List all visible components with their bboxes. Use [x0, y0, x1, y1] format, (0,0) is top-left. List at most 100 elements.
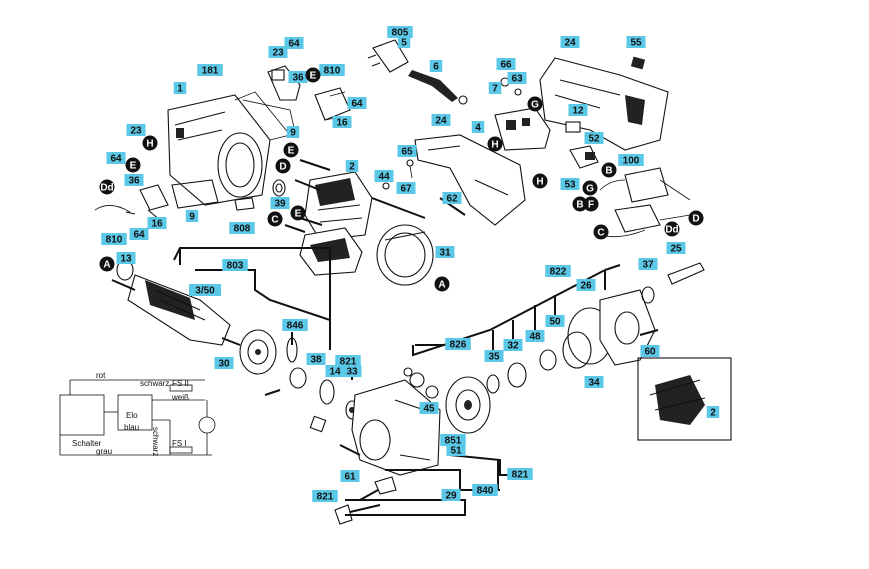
part-label-box [312, 490, 338, 502]
field-coil [299, 171, 373, 276]
reference-circle: H [142, 135, 158, 151]
reference-circle: D [275, 158, 291, 174]
part-label: 9 [286, 126, 300, 139]
part-label-text: 7 [492, 84, 498, 95]
part-label: 24 [431, 114, 451, 127]
part-label-text: 16 [336, 118, 348, 129]
part-label-box [706, 406, 720, 418]
reference-circle-letter: G [586, 184, 594, 195]
reference-circle-letter: E [295, 209, 302, 220]
reference-circle-letter: E [288, 146, 295, 157]
part-label-text: 64 [110, 154, 122, 165]
part-label-box [126, 124, 146, 136]
part-label-text: 62 [446, 194, 458, 205]
reference-circle: E [283, 142, 299, 158]
part-label-box [319, 64, 345, 76]
part-label-box [325, 365, 345, 377]
brush-holder-upper [267, 65, 351, 121]
part-label-text: 29 [445, 491, 457, 502]
part-label-box [471, 121, 485, 133]
part-label-box [286, 126, 300, 138]
part-label-text: 2 [349, 162, 355, 173]
reference-circle-letter: G [531, 100, 539, 111]
reference-circle-letter: H [146, 139, 153, 150]
reference-circle-letter: H [491, 140, 498, 151]
part-label-text: 23 [130, 126, 142, 137]
part-label-text: 35 [488, 352, 500, 363]
wire-label-fs-ii: FS II [172, 379, 189, 388]
part-label-box [374, 170, 394, 182]
part-label: 9 [185, 210, 199, 223]
reference-circle-letter: D [692, 214, 699, 225]
reference-circle-disc [532, 173, 548, 189]
part-label: 64 [129, 228, 149, 241]
mains-cable [367, 39, 468, 105]
wire-label-weiss: weiß [171, 393, 189, 402]
reference-circle-disc [487, 136, 503, 152]
part-label-box [484, 350, 504, 362]
wire-label-grau: grau [96, 447, 112, 456]
part-label-box [618, 154, 644, 166]
part-label-box [387, 26, 413, 38]
part-label-text: 6 [433, 62, 439, 73]
part-label: 846 [282, 319, 308, 332]
part-label: 31 [435, 246, 455, 259]
part-label-text: 3/50 [195, 286, 215, 297]
part-label-box [507, 72, 527, 84]
part-label-box [545, 265, 571, 277]
part-label: 821 [335, 355, 361, 368]
bearing-rings [264, 337, 359, 433]
reference-circle-letter: A [438, 280, 445, 291]
reference-circle: E [290, 205, 306, 221]
part-label-text: 822 [550, 267, 567, 278]
part-label-text: 9 [290, 128, 296, 139]
part-label-text: 24 [564, 38, 576, 49]
reference-circle-disc [664, 221, 680, 237]
reference-circle-letter: D [279, 162, 286, 173]
part-label: 840 [472, 484, 498, 497]
part-label: 36 [288, 71, 308, 84]
reference-circle: F [583, 196, 599, 212]
part-label-text: 30 [218, 359, 230, 370]
label-plate [171, 179, 255, 211]
reference-circle-disc [601, 162, 617, 178]
part-label-box [568, 104, 588, 116]
electronic-module [599, 167, 691, 238]
part-label-text: 39 [274, 199, 286, 210]
part-label-text: 24 [435, 116, 447, 127]
part-label: 805 [387, 26, 413, 39]
part-label-text: 808 [234, 224, 251, 235]
part-label-box [429, 60, 443, 72]
part-label: 2 [345, 160, 359, 173]
bearing [272, 179, 286, 197]
armature [111, 259, 241, 346]
reference-circle-disc [593, 224, 609, 240]
part-label: 29 [441, 489, 461, 502]
part-label-text: 53 [564, 180, 576, 191]
reference-circle-disc [125, 157, 141, 173]
part-label-text: 60 [644, 347, 656, 358]
part-label-text: 52 [588, 134, 600, 145]
part-label-box [638, 258, 658, 270]
part-label: 23 [126, 124, 146, 137]
part-label: 26 [576, 279, 596, 292]
part-label-text: 2 [710, 408, 716, 419]
reference-circle: A [434, 276, 450, 292]
part-label-box [496, 58, 516, 70]
part-label: 12 [568, 104, 588, 117]
part-label: 13 [116, 252, 136, 265]
part-label-box [488, 82, 502, 94]
part-label-text: 5 [401, 38, 407, 49]
part-label: 37 [638, 258, 658, 271]
part-label-text: 48 [529, 332, 541, 343]
part-label-text: 51 [450, 446, 462, 457]
part-label-text: 55 [630, 38, 642, 49]
part-label: 2 [706, 406, 720, 419]
part-label: 63 [507, 72, 527, 85]
part-label-box [101, 233, 127, 245]
part-label-box [197, 64, 223, 76]
reference-circle-disc [583, 196, 599, 212]
part-label-text: 1 [177, 84, 183, 95]
